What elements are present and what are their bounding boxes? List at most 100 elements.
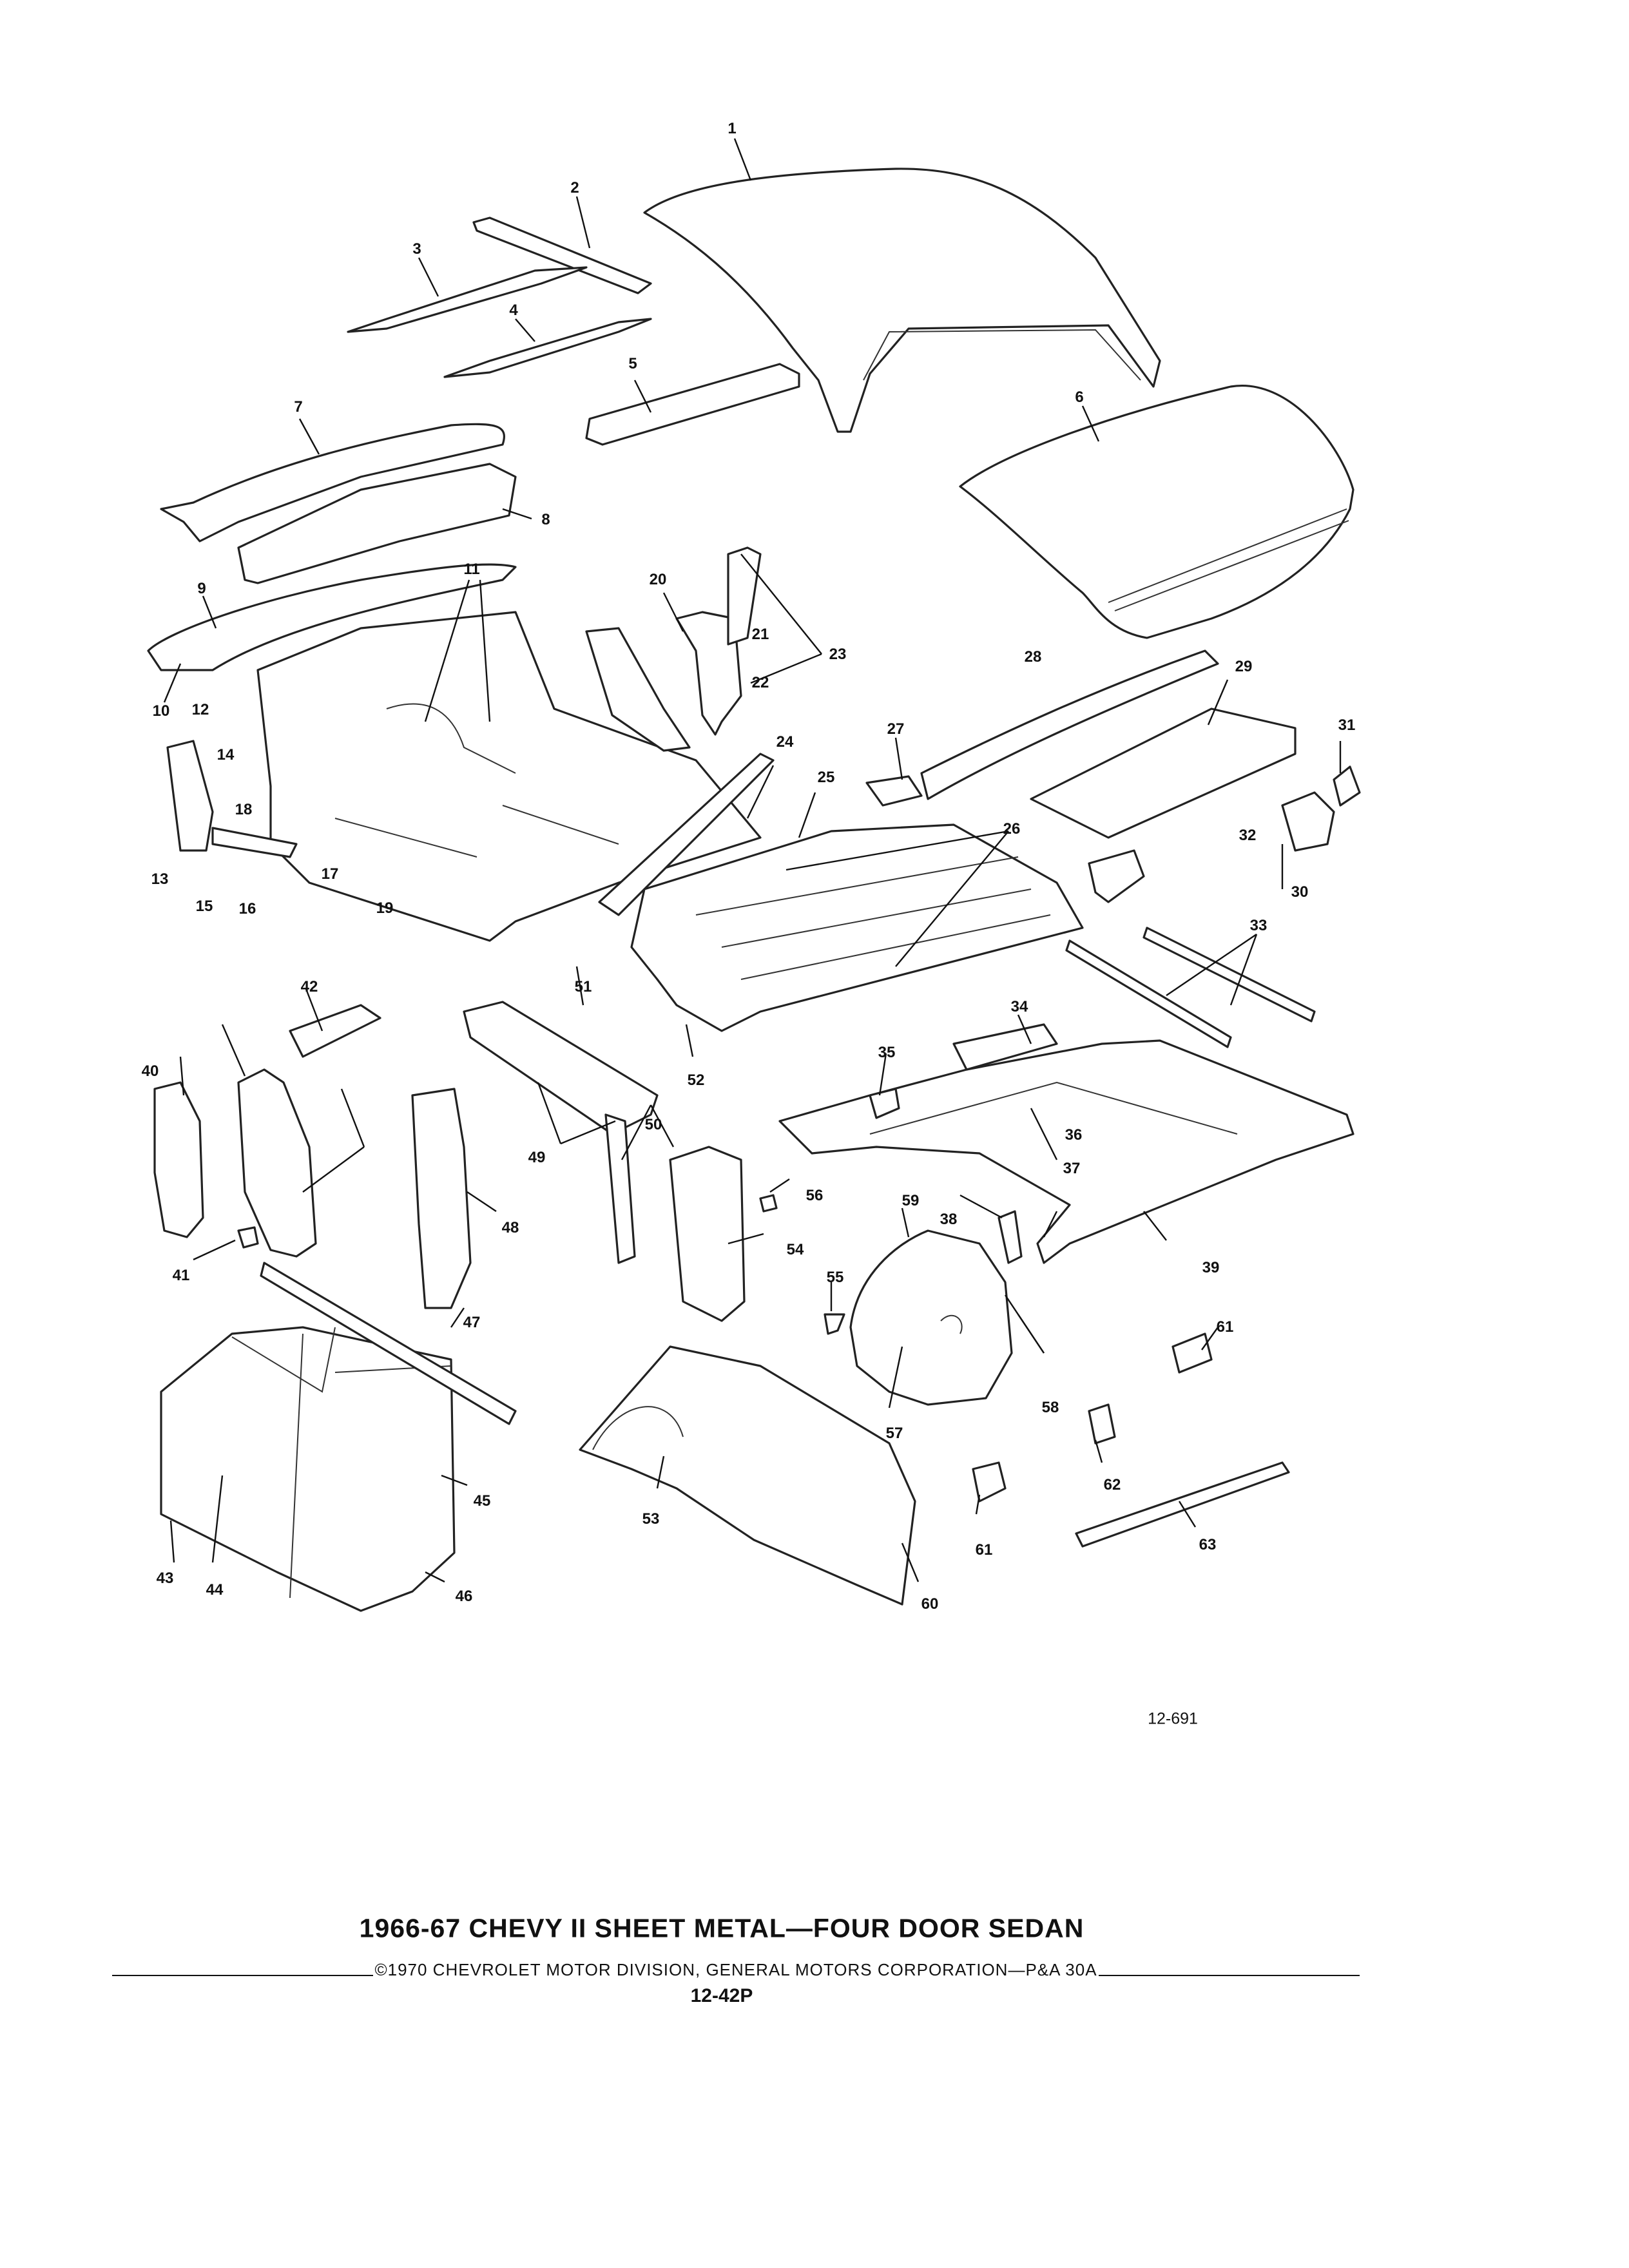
callout-52: 52 [687,1072,705,1089]
cowl-top-panel [160,423,506,543]
rear-window-panel [920,649,1219,800]
callout-57: 57 [885,1425,903,1442]
callout-1: 1 [728,120,737,137]
callout-23: 23 [829,646,847,663]
bracket-near-29 [1088,849,1145,903]
callout-12: 12 [191,701,209,718]
callout-43: 43 [156,1570,174,1587]
callout-11: 11 [463,561,480,578]
bracket-61b [972,1461,1007,1503]
callout-40: 40 [141,1062,159,1080]
rocker-panel-63 [1075,1461,1290,1548]
pillar-49-50 [604,1113,636,1264]
callout-6: 6 [1075,389,1084,406]
quarter-panel [579,1345,916,1606]
callout-50: 50 [644,1116,662,1133]
callout-61b: 61 [975,1541,993,1559]
callout-37: 37 [1063,1160,1081,1177]
door-assembly [160,1326,456,1612]
leader-lines [163,138,1342,1583]
callout-5: 5 [628,355,637,372]
callout-41: 41 [172,1267,190,1284]
rear-roof-rail [585,363,800,446]
callout-4: 4 [509,302,518,319]
callout-61a: 61 [1216,1318,1234,1336]
callout-3: 3 [412,240,421,258]
rocker-strip-33b [1142,927,1316,1023]
center-pillar-20-lower [237,1068,317,1258]
pillar-40 [153,1081,204,1238]
callout-39: 39 [1202,1259,1220,1276]
callout-62: 62 [1103,1476,1121,1494]
rear-frame-assembly [778,1039,1354,1264]
package-shelf [1030,707,1296,839]
bracket-61 [1171,1332,1213,1374]
roof-side-rail-51 [463,1001,659,1135]
callout-14: 14 [217,746,235,764]
callout-53: 53 [642,1510,660,1528]
callout-19: 19 [376,899,394,917]
callout-32: 32 [1239,827,1257,844]
callout-2: 2 [570,179,579,197]
callout-38: 38 [940,1211,958,1228]
callout-17: 17 [321,865,339,883]
pillar-54 [669,1146,746,1322]
callout-42: 42 [300,978,318,995]
callout-56: 56 [805,1187,824,1204]
callout-15: 15 [195,898,213,915]
pillar-brace-23 [727,546,762,646]
callout-20: 20 [649,571,667,588]
callout-34: 34 [1010,998,1028,1015]
lock-pillar-panel [585,627,691,752]
center-pillar-20 [675,611,742,736]
callout-47: 47 [463,1314,481,1331]
callout-10: 10 [152,702,170,720]
roof-bow-3 [347,266,588,333]
rocker-strip-33a [1065,939,1232,1048]
bracket-34 [952,1023,1058,1071]
callout-7: 7 [294,398,303,416]
copyright-text: ©1970 CHEVROLET MOTOR DIVISION, GENERAL … [374,1960,1097,1979]
callout-26: 26 [1003,820,1021,838]
callout-9: 9 [197,580,206,597]
callout-35: 35 [878,1044,896,1061]
deck-lid [959,384,1354,639]
figure-number: 12-691 [1148,1709,1198,1728]
callout-46: 46 [455,1588,473,1605]
bracket-35 [869,1088,900,1119]
floor-brace-24 [598,753,775,916]
bracket-56 [759,1194,778,1213]
bracket-27 [865,775,923,807]
roof-rail-2 [472,216,652,294]
callout-28: 28 [1024,648,1042,666]
callout-45: 45 [473,1492,491,1510]
bracket-62 [1088,1403,1116,1445]
bracket-55 [824,1313,845,1335]
page-number: 12-42P [690,1985,753,2006]
callout-33: 33 [1249,917,1268,934]
roof-panel [643,168,1161,433]
clip-41 [237,1226,259,1249]
bracket-38 [998,1210,1023,1264]
reinforcement-42 [289,1004,381,1058]
callout-51: 51 [574,978,592,995]
bracket-30 [1281,791,1335,852]
callout-27: 27 [887,720,905,738]
rule-right [1098,1974,1360,1976]
callout-22: 22 [751,674,769,691]
callout-24: 24 [776,733,794,751]
callout-60: 60 [921,1595,939,1613]
callout-29: 29 [1235,658,1253,675]
instrument-panel [237,463,517,584]
callout-44: 44 [206,1581,224,1599]
dash-panel [147,563,517,671]
rocker-reinforcement-16 [211,827,298,858]
callout-25: 25 [817,769,835,786]
callout-58: 58 [1041,1399,1059,1416]
callout-18: 18 [235,801,253,818]
page-title: 1966-67 CHEVY II SHEET METAL—FOUR DOOR S… [359,1913,1084,1943]
callout-8: 8 [541,511,550,528]
callout-63: 63 [1199,1536,1217,1553]
hinge-pillar-13 [166,740,214,852]
copyright-line: ©1970 CHEVROLET MOTOR DIVISION, GENERAL … [112,1960,1360,1980]
